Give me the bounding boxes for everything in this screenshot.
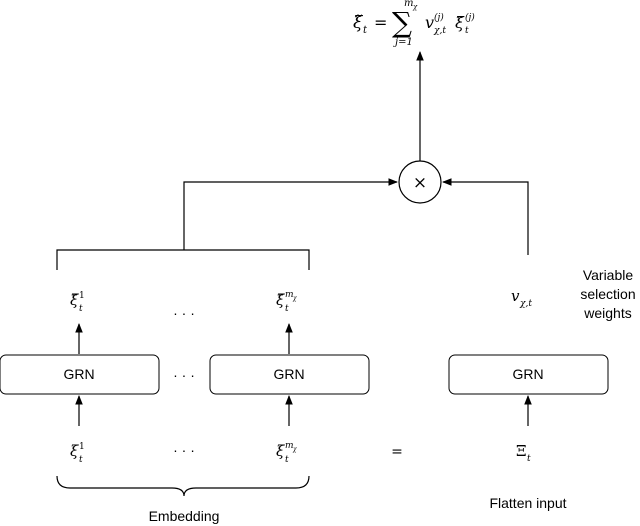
grn-label: GRN (512, 366, 543, 382)
svg-text:v: v (511, 287, 520, 305)
arrow-weights-to-multiply (442, 178, 529, 255)
formula-xi: ξ̃ (455, 13, 465, 32)
svg-text:ξ̃: ξ̃ (276, 291, 285, 309)
svg-text:ξ: ξ (276, 442, 285, 460)
ellipsis-inputs: · · · (173, 442, 195, 458)
formula-v: v (425, 13, 434, 32)
svg-text:t: t (285, 304, 289, 314)
grn-box-last: GRN (209, 354, 370, 395)
svg-text:χ,t: χ,t (519, 299, 532, 309)
formula-xi-sup: (j) (465, 12, 475, 23)
svg-text:m: m (285, 290, 294, 300)
svg-text:t: t (79, 304, 83, 314)
equals-sign: = (391, 444, 403, 460)
grn-label: GRN (63, 366, 94, 382)
label-selection: selection (580, 286, 635, 302)
formula-lhs-sub: t (363, 25, 368, 36)
merge-bracket (56, 249, 310, 270)
input-xi-first: ξ 1 t (70, 442, 85, 465)
formula-v-sub: χ,t (433, 26, 446, 36)
input-flat: Ξ t (516, 442, 531, 464)
input-xi-last: ξ m χ t (276, 441, 297, 465)
svg-text:χ: χ (292, 446, 297, 453)
ellipsis-outputs: · · · (173, 305, 195, 321)
svg-text:Ξ: Ξ (516, 442, 527, 460)
grn-box-weights: GRN (448, 354, 609, 395)
svg-text:ξ: ξ (70, 442, 79, 460)
svg-text:1: 1 (79, 291, 85, 301)
grn-box-first: GRN (0, 354, 160, 395)
label-weights: weights (583, 305, 631, 321)
svg-text:χ: χ (292, 295, 297, 302)
ellipsis-grn: · · · (173, 367, 195, 383)
output-xi-first: ξ̃ 1 t (70, 291, 85, 314)
embedding-brace (56, 475, 310, 497)
svg-text:t: t (79, 455, 83, 465)
formula-v-sup: (j) (434, 12, 444, 23)
formula-sum-upper-sub: χ (412, 3, 418, 11)
output-formula: ξ̃ t = ∑ m χ j=1 v (j) χ,t ξ̃ (j) t (353, 0, 475, 48)
output-weights-symbol: v χ,t (511, 287, 532, 309)
embedding-label: Embedding (149, 508, 220, 524)
svg-text:1: 1 (79, 442, 85, 452)
grn-label: GRN (273, 366, 304, 382)
arrow-embeddings-to-multiply (183, 178, 398, 250)
multiply-symbol: × (413, 173, 427, 193)
formula-lhs-xi: ξ̃ (353, 13, 364, 33)
svg-text:t: t (527, 454, 531, 464)
output-xi-last: ξ̃ m χ t (276, 290, 297, 314)
formula-sum-upper: m (404, 0, 413, 9)
formula-sum-lower: j=1 (393, 37, 413, 48)
formula-equals: = (374, 13, 387, 32)
formula-sum-symbol: ∑ (392, 6, 412, 39)
svg-text:ξ̃: ξ̃ (70, 291, 79, 309)
flatten-input-label: Flatten input (489, 495, 566, 511)
svg-text:m: m (285, 441, 294, 451)
svg-text:t: t (285, 455, 289, 465)
label-variable: Variable (583, 267, 634, 283)
formula-xi-sub: t (465, 26, 469, 36)
